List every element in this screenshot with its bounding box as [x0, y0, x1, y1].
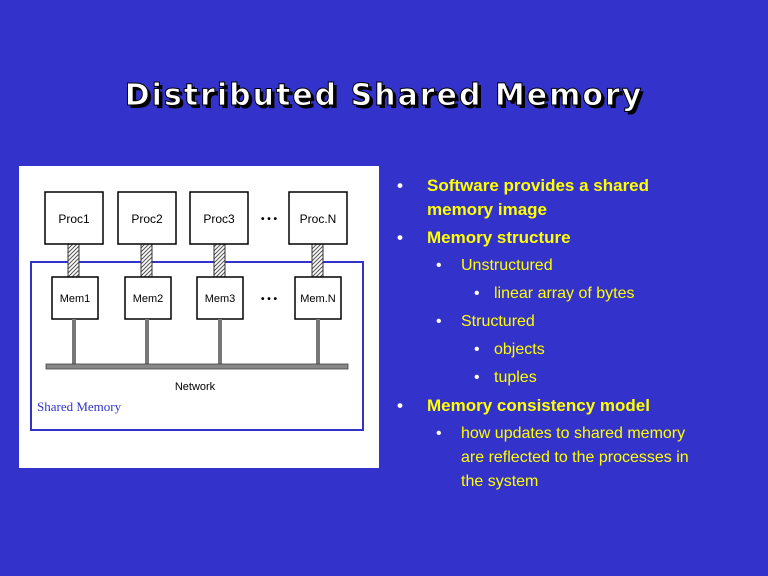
bus-drop [316, 319, 320, 364]
memory-label: Mem.N [300, 293, 336, 305]
memory-label: Mem1 [60, 293, 91, 305]
processor-label: Proc3 [203, 212, 235, 226]
shared-memory-label: Shared Memory [37, 399, 122, 414]
processor-ellipsis: • • • [261, 214, 278, 225]
bullet-dot: • [474, 369, 480, 386]
proc-mem-link [311, 243, 324, 278]
bus-drop [72, 319, 76, 364]
memory-box [294, 276, 342, 320]
processor-box [288, 191, 348, 245]
bullet-dot: • [397, 228, 403, 247]
bullet-tuples: • tuples [395, 366, 765, 390]
bullet-dot: • [397, 176, 403, 195]
bullet-dot: • [436, 425, 442, 442]
bus-drop [145, 319, 149, 364]
processor-box [44, 191, 104, 245]
bullet-memory-structure: • Memory structure [395, 226, 765, 250]
bullet-list: • Software provides a shared memory imag… [395, 174, 765, 498]
dsm-diagram: Proc1 Proc2 Proc3 Proc.N • • • Mem1 Mem2… [19, 166, 379, 468]
bullet-text: linear array of bytes [494, 285, 635, 302]
bullet-consistency: • Memory consistency model [395, 394, 765, 418]
proc-mem-link [213, 243, 226, 278]
dsm-diagram-svg: Proc1 Proc2 Proc3 Proc.N • • • Mem1 Mem2… [30, 191, 364, 431]
bullet-text: tuples [494, 369, 537, 386]
bullet-text: Software provides a shared memory image [427, 176, 650, 219]
bullet-dot: • [474, 341, 480, 358]
bullet-updates: • how updates to shared memory are refle… [395, 422, 765, 494]
proc-mem-link [140, 243, 153, 278]
bullet-unstructured: • Unstructured [395, 254, 765, 278]
memory-label: Mem3 [205, 293, 236, 305]
bus-drop [218, 319, 222, 364]
bullet-structured: • Structured [395, 310, 765, 334]
memory-box [124, 276, 172, 320]
bullet-linear-array: • linear array of bytes [395, 282, 765, 306]
bullet-dot: • [474, 285, 480, 302]
proc-mem-link [67, 243, 80, 278]
bullet-text: Structured [461, 313, 535, 330]
processor-label: Proc2 [131, 212, 163, 226]
bullet-dot: • [397, 396, 403, 415]
bullet-dot: • [436, 313, 442, 330]
network-label: Network [175, 381, 216, 393]
memory-label: Mem2 [133, 293, 164, 305]
bullet-objects: • objects [395, 338, 765, 362]
bullet-text: how updates to shared memory are reflect… [461, 425, 689, 490]
processor-label: Proc.N [300, 212, 337, 226]
bullet-text: Memory consistency model [427, 396, 650, 415]
shared-memory-region [30, 261, 364, 431]
slide-title: Distributed Shared Memory [124, 78, 644, 114]
memory-ellipsis: • • • [261, 294, 278, 305]
bullet-text: objects [494, 341, 545, 358]
bullet-software: • Software provides a shared memory imag… [395, 174, 765, 222]
processor-box [117, 191, 177, 245]
memory-box [196, 276, 244, 320]
bullet-dot: • [436, 257, 442, 274]
processor-label: Proc1 [58, 212, 90, 226]
bullet-text: Memory structure [427, 228, 571, 247]
processor-box [189, 191, 249, 245]
bullet-text: Unstructured [461, 257, 553, 274]
network-bus [45, 363, 349, 370]
